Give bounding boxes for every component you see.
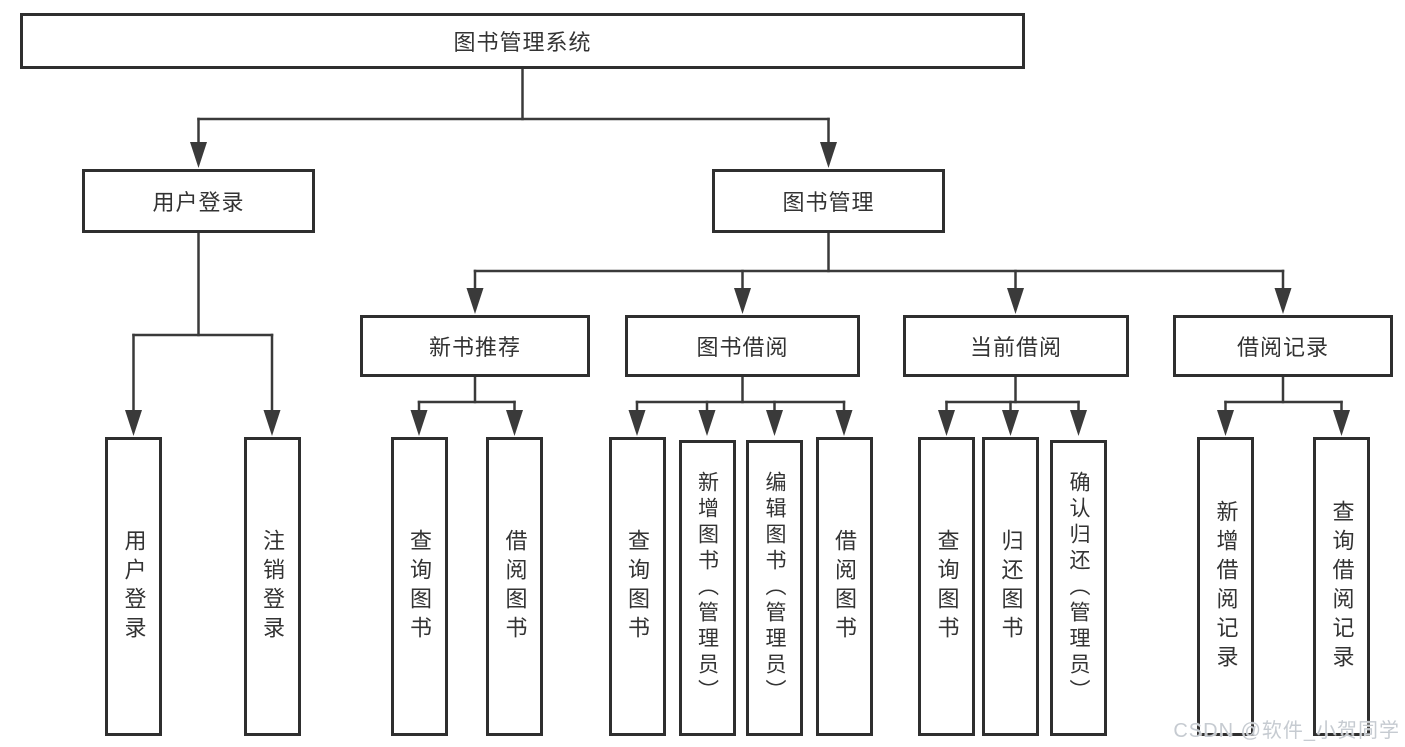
leaf-label: 归还图书 (998, 528, 1024, 645)
leaf-label: 借阅图书 (502, 528, 528, 645)
leaf-query-borrow-record: 查询借阅记录 (1313, 437, 1370, 736)
node-root: 图书管理系统 (20, 13, 1025, 69)
leaf-logout: 注销登录 (243, 437, 301, 736)
leaf-user-login: 用户登录 (105, 437, 162, 736)
leaf-label: 查询借阅记录 (1329, 499, 1355, 674)
csdn-watermark: CSDN @软件_小贺同学 (1173, 720, 1400, 742)
leaf-query-books-borrow: 查询图书 (608, 437, 666, 736)
leaf-label: 新增图书（管理员） (695, 471, 719, 705)
leaf-label: 查询图书 (934, 528, 960, 645)
leaf-edit-books-admin: 编辑图书（管理员） (746, 440, 803, 736)
leaf-label: 注销登录 (260, 528, 285, 645)
leaf-label: 新增借阅记录 (1213, 499, 1239, 674)
leaf-label: 用户登录 (121, 528, 147, 645)
leaf-label: 查询图书 (407, 528, 432, 645)
leaf-label: 编辑图书（管理员） (763, 471, 786, 705)
leaf-return-books: 归还图书 (982, 437, 1039, 736)
leaf-borrow-books-recommend: 借阅图书 (486, 437, 543, 736)
leaf-confirm-return-admin: 确认归还（管理员） (1050, 440, 1107, 736)
leaf-query-books-current: 查询图书 (918, 437, 975, 736)
leaf-label: 借阅图书 (832, 528, 857, 645)
branch-user-login: 用户登录 (82, 169, 315, 233)
leaf-label: 确认归还（管理员） (1067, 471, 1090, 705)
leaf-add-books-admin: 新增图书（管理员） (678, 440, 736, 736)
section-book-borrowing: 图书借阅 (625, 315, 860, 377)
leaf-add-borrow-record: 新增借阅记录 (1197, 437, 1254, 736)
section-new-book-recommendation: 新书推荐 (360, 315, 590, 377)
leaf-query-books-recommend: 查询图书 (390, 437, 448, 736)
section-current-borrowing: 当前借阅 (903, 315, 1129, 377)
leaf-borrow-books-borrow: 借阅图书 (815, 437, 873, 736)
arrow-heads (125, 142, 1350, 436)
section-borrowing-records: 借阅记录 (1173, 315, 1393, 377)
leaf-label: 查询图书 (625, 528, 650, 645)
branch-book-management: 图书管理 (712, 169, 945, 233)
